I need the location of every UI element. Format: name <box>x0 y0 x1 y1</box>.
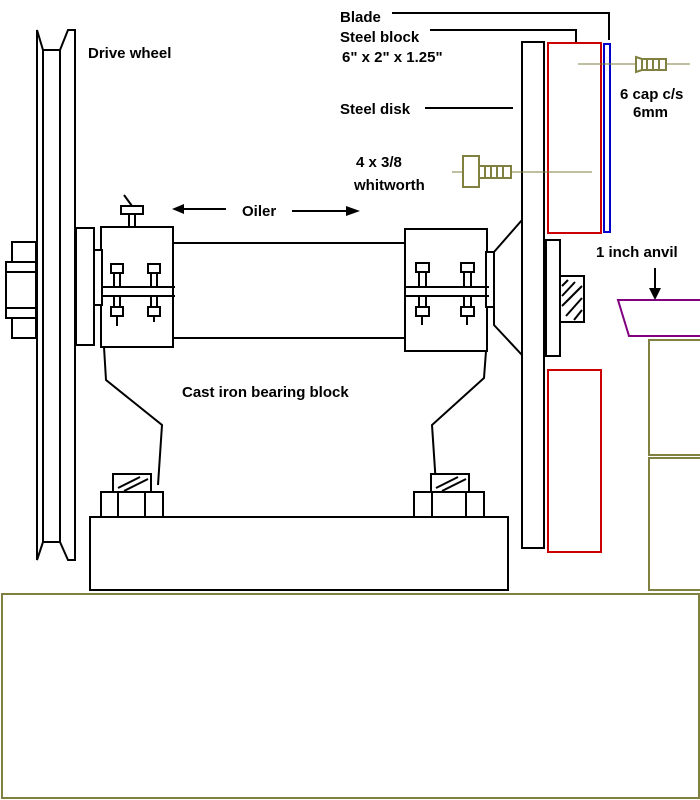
label-whitworth-1: 4 x 3/8 <box>356 154 402 171</box>
anvil-stand <box>648 339 700 591</box>
steel-disk <box>521 41 545 549</box>
steel-block-leader <box>430 29 577 42</box>
shaft <box>173 242 405 339</box>
foot-bolt-right <box>413 473 485 518</box>
label-drive-wheel: Drive wheel <box>88 45 171 62</box>
foot-bolt-left <box>100 473 164 518</box>
bearing-block-left <box>93 226 175 486</box>
label-steel-block-dims: 6" x 2" x 1.25" <box>342 49 443 66</box>
leader-lines <box>292 12 610 212</box>
label-steel-disk: Steel disk <box>340 101 411 118</box>
disk-flange <box>493 217 523 358</box>
label-anvil: 1 inch anvil <box>596 244 678 261</box>
label-oiler: Oiler <box>242 203 276 220</box>
label-whitworth-2: whitworth <box>353 177 425 194</box>
label-bearing-block: Cast iron bearing block <box>182 384 349 401</box>
label-steel-block: Steel block <box>340 29 420 46</box>
label-cap-screw-2: 6mm <box>633 104 668 121</box>
cap-screw <box>578 55 690 74</box>
label-cap-screw-1: 6 cap c/s <box>620 86 683 103</box>
steel-block-upper <box>547 42 602 234</box>
whitworth-bolt <box>452 155 592 188</box>
blade-leader <box>392 12 610 40</box>
drive-wheel <box>36 29 95 561</box>
drive-wheel-hub <box>5 241 37 339</box>
base-block <box>89 516 509 591</box>
label-blade: Blade <box>340 9 381 26</box>
steel-block-lower <box>547 369 602 553</box>
anvil <box>616 299 700 337</box>
shaft-nut <box>545 239 585 357</box>
bearing-block-right <box>404 228 495 486</box>
oiler-left <box>120 194 144 228</box>
arrows <box>172 204 661 300</box>
bench <box>1 593 700 799</box>
blade <box>603 43 611 233</box>
